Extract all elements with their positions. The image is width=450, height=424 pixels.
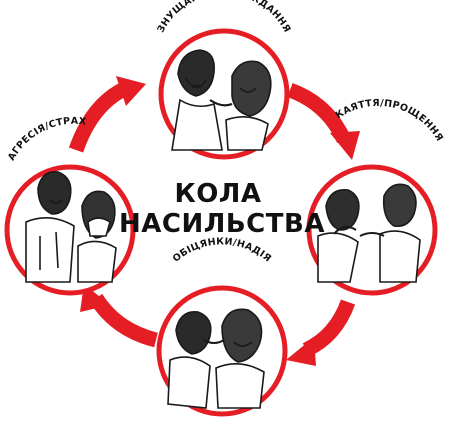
stage-bottom-circle <box>156 285 288 417</box>
arrow-bottom-to-left <box>80 284 159 348</box>
remorse-illustration <box>317 183 421 283</box>
stage-label-bottom-text: ОБІЦЯНКИ/НАДІЯ <box>171 236 273 264</box>
title-line-1: КОЛА <box>174 179 261 209</box>
stage-top-circle <box>158 28 290 160</box>
stage-label-bottom: ОБІЦЯНКИ/НАДІЯ <box>171 236 273 264</box>
arrow-left-to-top <box>68 76 146 153</box>
title-line-2: НАСИЛЬСТВА <box>119 209 325 239</box>
stage-left-circle <box>4 164 136 296</box>
promises-illustration <box>167 308 265 409</box>
arrow-top-to-right <box>287 82 360 160</box>
aggression-illustration <box>25 171 117 283</box>
arrow-right-to-bottom <box>286 299 356 366</box>
abuse-illustration <box>171 49 272 151</box>
stage-right-circle <box>306 164 438 296</box>
